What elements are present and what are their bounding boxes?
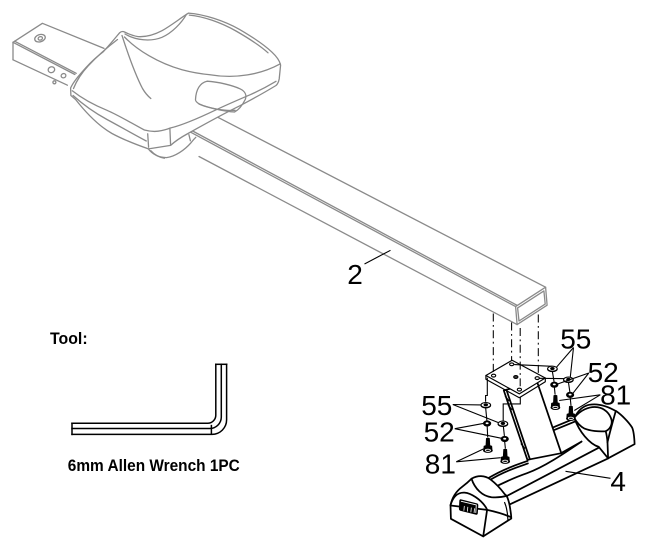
svg-text:52: 52 [424,416,455,447]
svg-text:55: 55 [560,324,591,355]
svg-text:2: 2 [347,259,363,290]
svg-text:52: 52 [588,357,619,388]
svg-text:81: 81 [600,379,631,410]
svg-text:6mm Allen Wrench 1PC: 6mm Allen Wrench 1PC [68,457,240,475]
svg-text:55: 55 [421,390,452,421]
svg-text:4: 4 [610,466,626,497]
svg-text:81: 81 [425,448,456,479]
svg-text:Tool:: Tool: [50,330,88,348]
